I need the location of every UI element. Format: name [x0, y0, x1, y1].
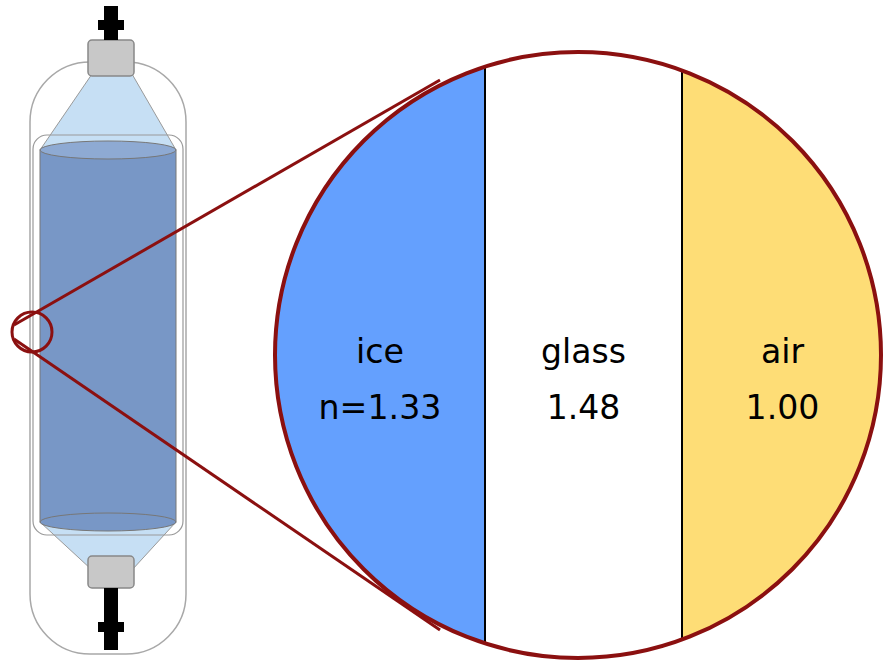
- glass-cylinder: [33, 135, 183, 535]
- bottom-cap: [88, 556, 134, 588]
- band-label: glass1.48: [485, 324, 682, 436]
- refractive-index: 1.48: [485, 380, 682, 436]
- ice-bottom: [40, 513, 176, 531]
- top-connector-flange: [98, 20, 124, 30]
- zoom-circle-outline: [275, 52, 881, 658]
- bottom-connector: [104, 588, 118, 650]
- top-cap: [88, 40, 134, 76]
- band-label: icen=1.33: [275, 324, 485, 436]
- material-name: ice: [275, 324, 485, 380]
- interface-line: [681, 40, 683, 667]
- band-fill: [485, 48, 682, 663]
- zoom-spot: [12, 312, 52, 352]
- band-label: air1.00: [682, 324, 883, 436]
- refractive-index: n=1.33: [275, 380, 485, 436]
- refractive-index: 1.00: [682, 380, 883, 436]
- interface-line: [484, 40, 486, 667]
- glass-band: glass1.48: [485, 48, 682, 663]
- top-cone: [40, 74, 176, 150]
- ice-body: [40, 150, 176, 522]
- band-fill: [682, 48, 883, 663]
- ice-band: icen=1.33: [275, 48, 485, 663]
- air-band: air1.00: [682, 48, 883, 663]
- material-name: air: [682, 324, 883, 380]
- material-name: glass: [485, 324, 682, 380]
- bottom-connector-flange: [98, 622, 124, 632]
- ice-top: [40, 141, 176, 159]
- band-fill: [275, 48, 485, 663]
- outer-jacket: [30, 62, 186, 654]
